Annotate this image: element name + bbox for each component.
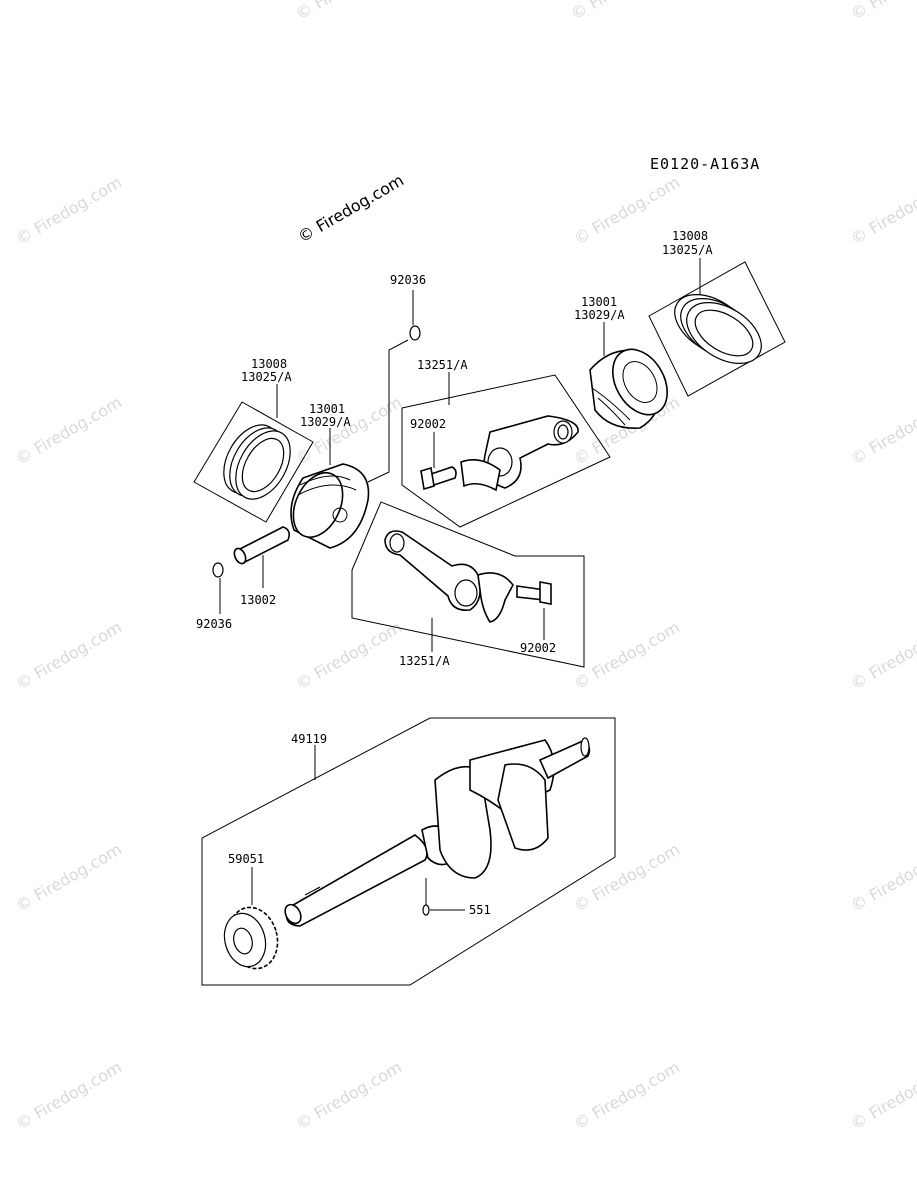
piston-right[interactable] [589, 340, 678, 429]
watermark: © Firedog.com [568, 0, 681, 23]
watermark: © Firedog.com [13, 173, 126, 249]
label-rod-upper: 13251/A [417, 358, 468, 372]
watermark: © Firedog.com [848, 393, 917, 469]
watermark: © Firedog.com [848, 1058, 917, 1134]
label-piston-right-2: 13029/A [574, 308, 625, 322]
crankshaft[interactable] [282, 737, 591, 927]
watermark: © Firedog.com [571, 1058, 684, 1134]
watermark: © Firedog.com [848, 173, 917, 249]
watermark: © Firedog.com [13, 840, 126, 916]
label-pin: 13002 [240, 593, 276, 607]
piston-pin-clip-bottom[interactable] [212, 562, 224, 578]
rod-lower-frame [351, 501, 585, 668]
watermark: © Firedog.com [848, 840, 917, 916]
label-rod-lower: 13251/A [399, 654, 450, 668]
piston-pin[interactable] [232, 526, 290, 565]
label-clip-bottom: 92036 [196, 617, 232, 631]
label-gear: 59051 [228, 852, 264, 866]
watermark: © Firedog.com [571, 840, 684, 916]
piston-left[interactable] [284, 463, 370, 549]
diagram-code: E0120-A163A [650, 155, 760, 173]
watermark: © Firedog.com [13, 1058, 126, 1134]
label-bolt-upper: 92002 [410, 417, 446, 431]
label-ring-set-left-2: 13025/A [241, 370, 292, 384]
connecting-rod-upper[interactable] [420, 415, 579, 492]
watermark: © Firedog.com [293, 618, 406, 694]
crankshaft-gear[interactable] [219, 902, 285, 974]
label-piston-left-2: 13029/A [300, 415, 351, 429]
piston-ring-set-right[interactable] [648, 261, 786, 397]
crankshaft-frame [201, 717, 616, 986]
watermark: © Firedog.com [571, 173, 684, 249]
label-crankshaft: 49119 [291, 732, 327, 746]
watermark: © Firedog.com [13, 393, 126, 469]
label-ring-set-left-1: 13008 [251, 357, 287, 371]
label-piston-right-1: 13001 [581, 295, 617, 309]
piston-ring-set-left[interactable] [193, 401, 314, 523]
watermark: © Firedog.com [13, 618, 126, 694]
watermark: © Firedog.com [293, 1058, 406, 1134]
copyright-text: © Firedog.com [295, 171, 408, 247]
label-ring-set-right-2: 13025/A [662, 243, 713, 257]
label-ring-set-right-1: 13008 [672, 229, 708, 243]
watermark: © Firedog.com [293, 0, 406, 23]
watermark: © Firedog.com [848, 0, 917, 23]
label-key: 551 [469, 903, 491, 917]
connecting-rod-lower[interactable] [384, 530, 552, 623]
label-clip-top: 92036 [390, 273, 426, 287]
label-piston-left-1: 13001 [309, 402, 345, 416]
rod-upper-frame [401, 374, 611, 528]
watermark: © Firedog.com [848, 618, 917, 694]
piston-pin-clip-top[interactable] [409, 325, 421, 341]
woodruff-key[interactable] [422, 904, 430, 916]
label-bolt-lower: 92002 [520, 641, 556, 655]
watermark: © Firedog.com [571, 618, 684, 694]
